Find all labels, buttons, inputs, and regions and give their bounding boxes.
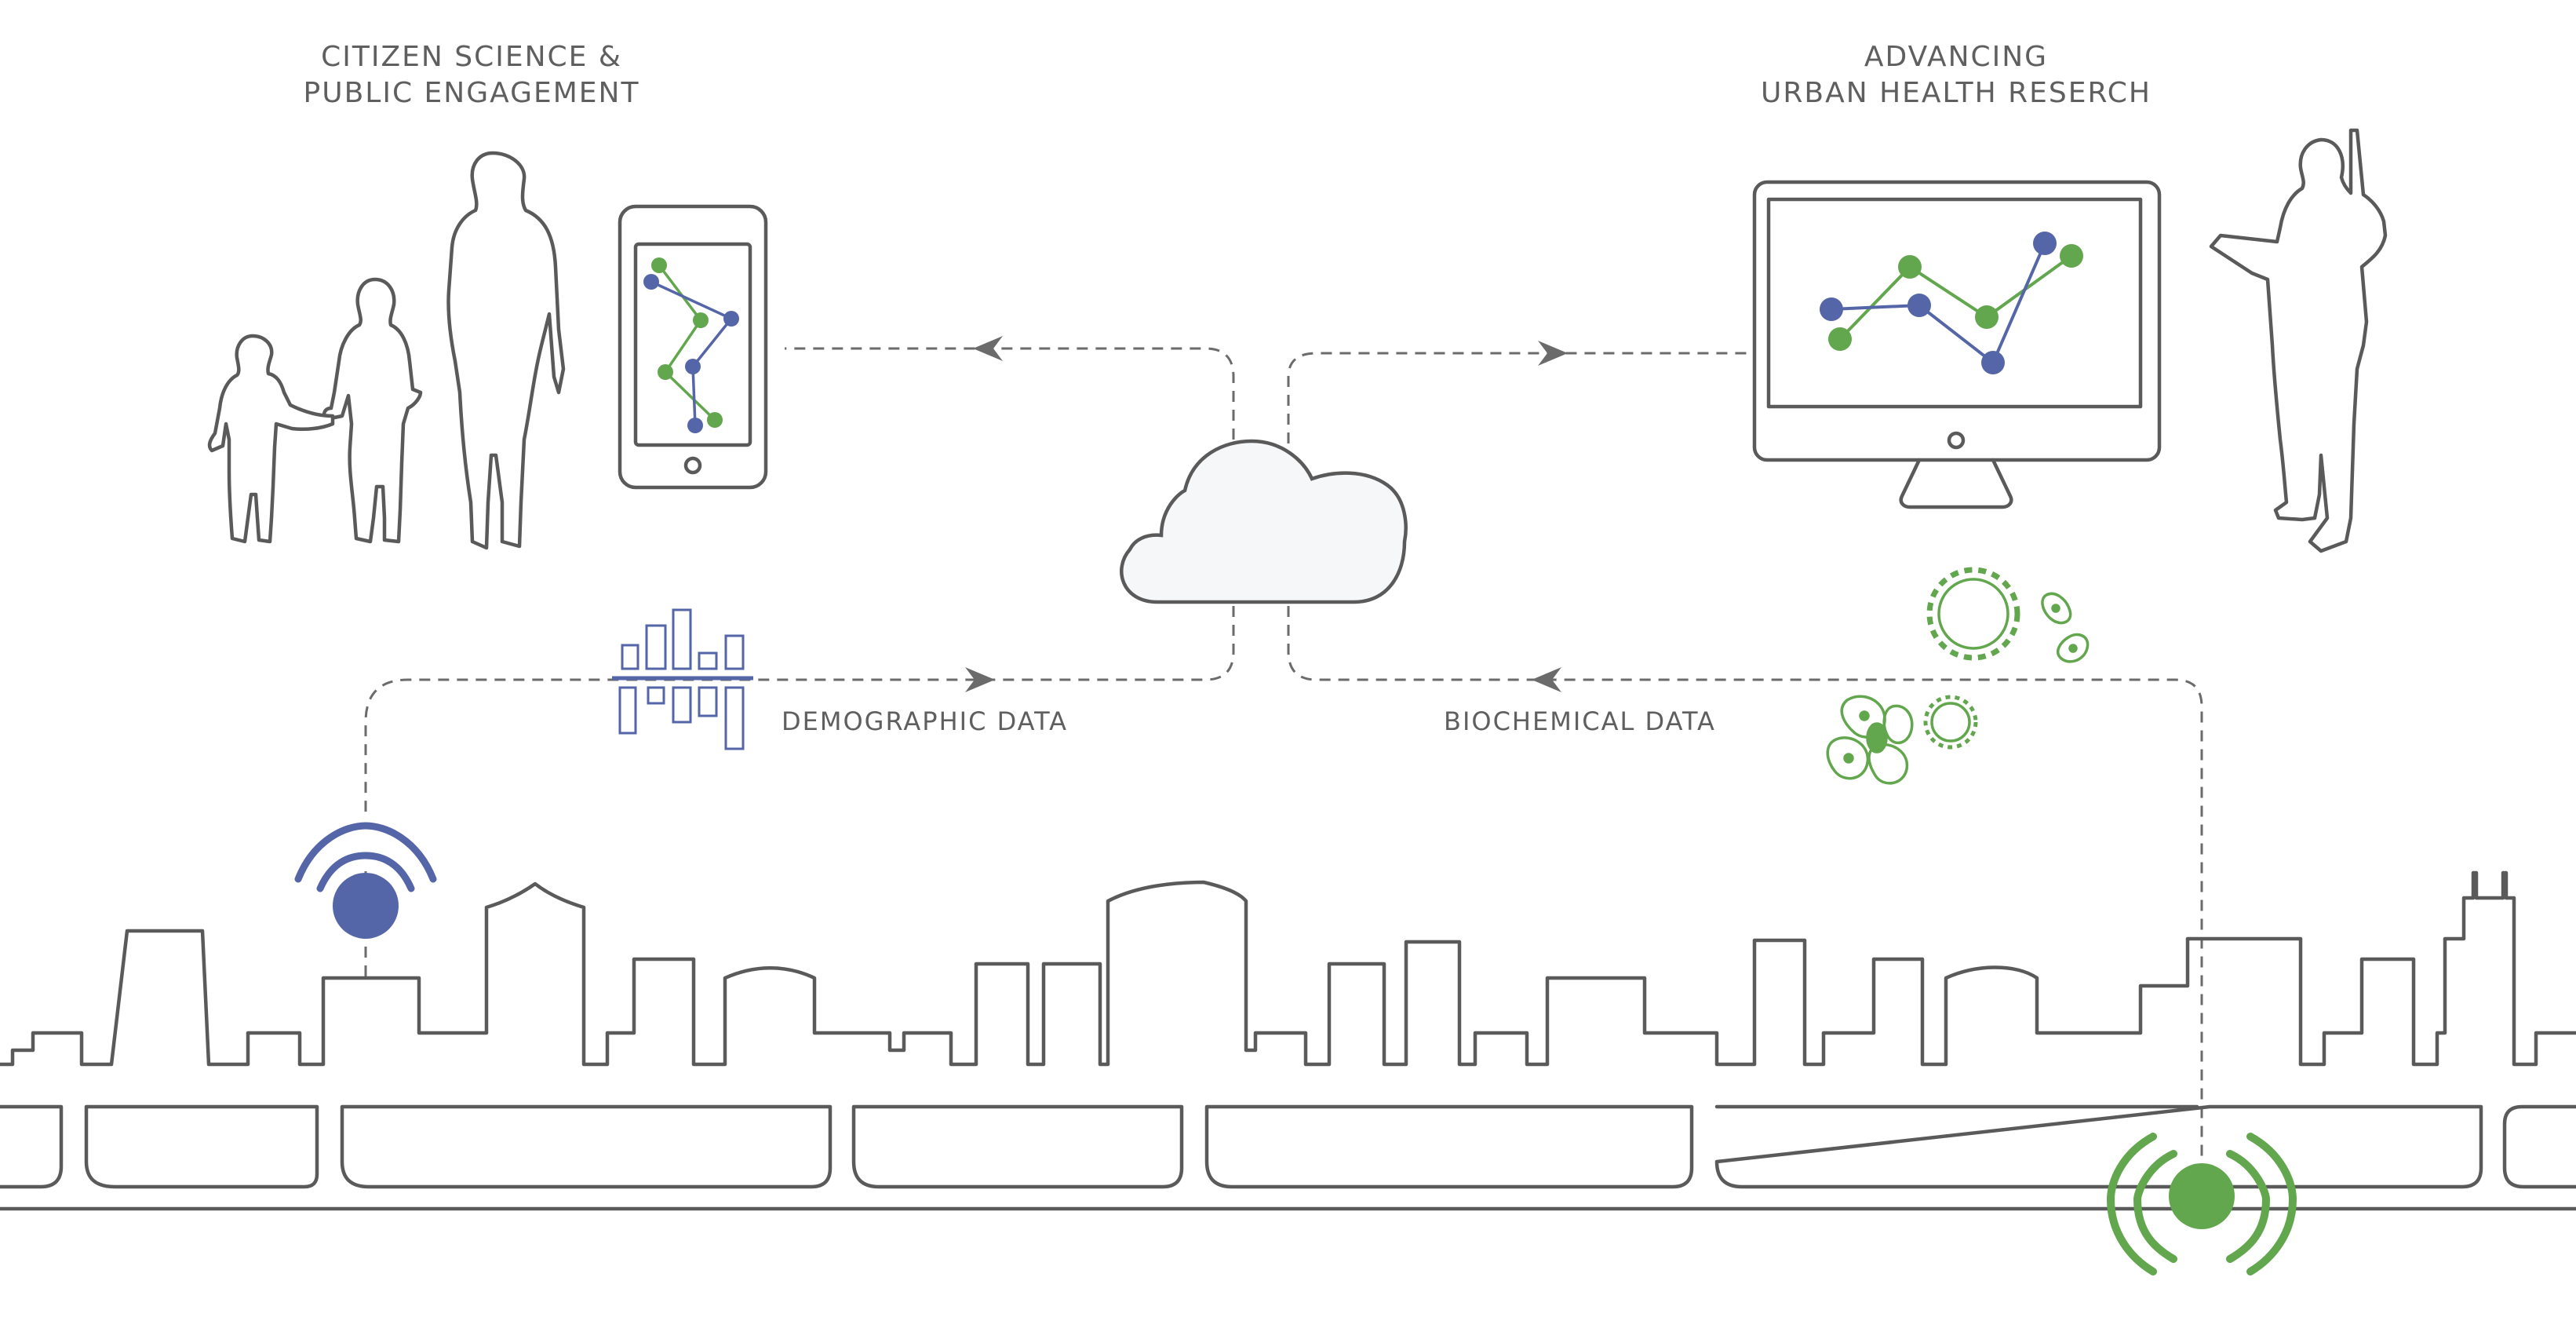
smartphone-icon [618,204,768,490]
demographic-data-label: DEMOGRAPHIC DATA [782,706,1068,736]
monitor-icon [1752,180,2162,509]
biochemical-data-label: BIOCHEMICAL DATA [1444,706,1716,736]
research-heading-line1: ADVANCING [1864,41,2048,73]
bar-chart-icon [612,608,753,750]
arrow-right-icon [1538,341,1568,366]
citizen-science-heading: CITIZEN SCIENCE & PUBLIC ENGAGEMENT [304,41,640,109]
research-heading: ADVANCING URBAN HEALTH RESERCH [1761,41,2152,109]
microbe-icon [1826,567,2090,785]
citizen-heading-line1: CITIZEN SCIENCE & [321,41,622,73]
city-skyline-icon [0,870,2576,1067]
monitor-line-chart [1820,232,2083,374]
researcher-silhouette-icon [2209,128,2388,553]
citizen-heading-line2: PUBLIC ENGAGEMENT [304,77,640,109]
arrow-right-icon [965,667,995,692]
wireless-sensor-icon [294,822,437,939]
research-heading-line2: URBAN HEALTH RESERCH [1761,77,2152,109]
sewer-pipe-icon [0,1104,2576,1211]
wireless-sensor-icon [2106,1133,2297,1275]
phone-line-chart [643,257,739,433]
arrow-left-icon [973,336,1003,361]
arrow-left-icon [1532,667,1561,692]
data-flow-connectors [364,336,2203,1185]
cloud-icon [1120,439,1408,604]
family-silhouette-icon [207,151,566,550]
